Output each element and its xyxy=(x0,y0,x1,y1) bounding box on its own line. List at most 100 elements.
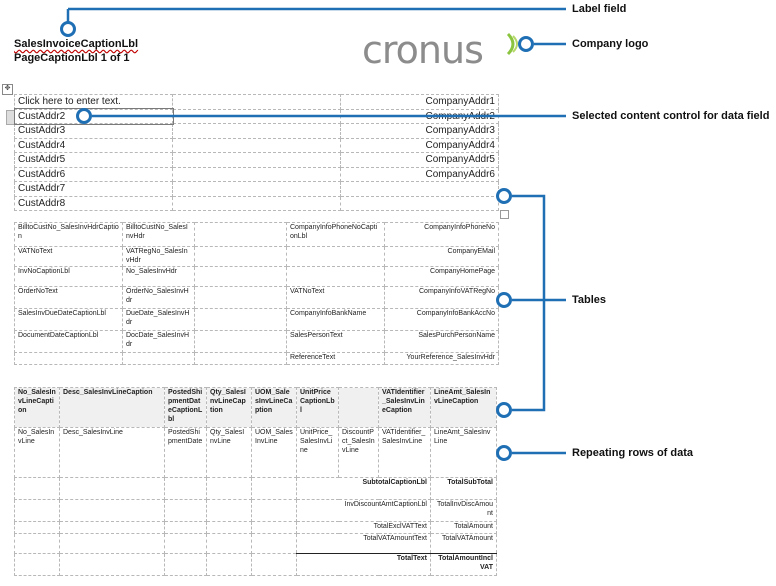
column-header[interactable]: LineAmt_SalesInvLineCaption xyxy=(430,387,497,428)
table-row: InvNoCaptionLbl No_SalesInvHdr CompanyHo… xyxy=(14,266,499,287)
table-cell[interactable]: CompanyInfoBankAccNo xyxy=(384,308,499,331)
table-cell[interactable]: BilltoCustNo_SalesInvHdr xyxy=(122,222,195,247)
line-cell[interactable]: Desc_SalesInvLine xyxy=(59,427,165,478)
tables-callout: Tables xyxy=(572,294,607,306)
table-cell[interactable]: DocumentDateCaptionLbl xyxy=(14,330,123,353)
table-row: CustAddr7 xyxy=(14,181,499,197)
totals-row: SubtotalCaptionLbl TotalSubTotal xyxy=(14,477,497,500)
table-cell[interactable]: CompanyEMail xyxy=(384,246,499,267)
cust-addr-cell[interactable]: CustAddr5 xyxy=(14,152,173,168)
invoice-lines-table: No_SalesInvLineCaption Desc_SalesInvLine… xyxy=(14,387,497,576)
line-cell[interactable]: UOM_SalesInvLine xyxy=(251,427,297,478)
table-cell[interactable]: SalesPurchPersonName xyxy=(384,330,499,353)
tables-callout-marker-icon xyxy=(496,292,512,308)
totals-row: TotalText TotalAmountInclVAT xyxy=(14,553,497,576)
company-logo-callout: Company logo xyxy=(572,38,649,50)
selected-control-callout: Selected content control for data field xyxy=(572,110,770,122)
repeating-rows-callout: Repeating rows of data xyxy=(572,447,694,459)
total-label[interactable]: TotalExclVATText xyxy=(296,521,431,534)
table-row: No_SalesInvLine Desc_SalesInvLine Posted… xyxy=(14,427,497,478)
total-value[interactable]: TotalVATAmount xyxy=(430,533,497,554)
line-cell[interactable]: VATIdentifier_SalesInvLine xyxy=(378,427,431,478)
table-row: OrderNoText OrderNo_SalesInvHdr VATNoTex… xyxy=(14,286,499,309)
table-row: CustAddr8 xyxy=(14,195,499,211)
table-cell[interactable]: CompanyInfoBankName xyxy=(286,308,385,331)
table-row: VATNoText VATRegNo_SalesInvHdr CompanyEM… xyxy=(14,246,499,267)
company-addr-cell[interactable] xyxy=(340,181,499,197)
total-value[interactable]: TotalInvDiscAmount xyxy=(430,499,497,522)
company-addr-cell[interactable]: CompanyAddr6 xyxy=(340,166,499,182)
table-row: CustAddr5 CompanyAddr5 xyxy=(14,152,499,168)
table-header-row: No_SalesInvLineCaption Desc_SalesInvLine… xyxy=(14,387,497,428)
cust-addr-cell[interactable]: CustAddr7 xyxy=(14,181,173,197)
total-label[interactable]: InvDiscountAmtCaptionLbl xyxy=(296,499,431,522)
tables-callout-marker-icon xyxy=(496,402,512,418)
table-row: ReferenceText YourReference_SalesInvHdr xyxy=(14,352,499,365)
total-label[interactable]: TotalVATAmountText xyxy=(296,533,431,554)
column-header[interactable]: Desc_SalesInvLineCaption xyxy=(59,387,165,428)
line-cell[interactable]: DiscountPct_SalesInvLine xyxy=(338,427,379,478)
label-field-callout: Label field xyxy=(572,3,627,15)
table-cell[interactable]: SalesPersonText xyxy=(286,330,385,353)
column-header[interactable]: Qty_SalesInvLineCaption xyxy=(206,387,252,428)
totals-row: TotalVATAmountText TotalVATAmount xyxy=(14,533,497,554)
cust-addr-cell[interactable]: CustAddr4 xyxy=(14,137,173,153)
table-resize-handle[interactable] xyxy=(500,210,509,219)
total-value[interactable]: TotalAmountInclVAT xyxy=(430,553,497,576)
table-cell[interactable]: VATRegNo_SalesInvHdr xyxy=(122,246,195,267)
company-addr-cell[interactable]: CompanyAddr4 xyxy=(340,137,499,153)
table-move-handle-icon[interactable]: ✥ xyxy=(2,84,13,95)
table-cell[interactable]: BilltoCustNo_SalesInvHdrCaption xyxy=(14,222,123,247)
company-addr-cell[interactable]: CompanyAddr2 xyxy=(340,108,499,124)
table-cell[interactable]: InvNoCaptionLbl xyxy=(14,266,123,287)
table-row: CustAddr3 CompanyAddr3 xyxy=(14,123,499,139)
invoice-caption-label[interactable]: SalesInvoiceCaptionLbl xyxy=(14,38,139,50)
table-cell[interactable]: DueDate_SalesInvHdr xyxy=(122,308,195,331)
table-cell[interactable]: DocDate_SalesInvHdr xyxy=(122,330,195,353)
company-addr-cell[interactable]: CompanyAddr1 xyxy=(340,94,499,110)
cust-addr-cell[interactable]: CustAddr6 xyxy=(14,166,173,182)
company-addr-cell[interactable]: CompanyAddr5 xyxy=(340,152,499,168)
table-cell[interactable]: ReferenceText xyxy=(286,352,385,365)
cust-addr-cell-selected[interactable]: CustAddr2 xyxy=(13,108,174,125)
table-row: BilltoCustNo_SalesInvHdrCaption BilltoCu… xyxy=(14,222,499,247)
table-cell[interactable]: CompanyHomePage xyxy=(384,266,499,287)
total-label[interactable]: SubtotalCaptionLbl xyxy=(296,477,431,500)
table-cell[interactable]: OrderNo_SalesInvHdr xyxy=(122,286,195,309)
page-caption-label[interactable]: PageCaptionLbl 1 of 1 xyxy=(14,52,130,64)
table-row: CustAddr6 CompanyAddr6 xyxy=(14,166,499,182)
repeating-rows-callout-marker-icon xyxy=(496,445,512,461)
table-row: DocumentDateCaptionLbl DocDate_SalesInvH… xyxy=(14,330,499,353)
line-cell[interactable]: UnitPrice_SalesInvLine xyxy=(296,427,339,478)
line-cell[interactable]: Qty_SalesInvLine xyxy=(206,427,252,478)
table-cell[interactable]: CompanyInfoPhoneNo xyxy=(384,222,499,247)
company-addr-cell[interactable] xyxy=(340,195,499,211)
cust-addr-cell[interactable]: CustAddr8 xyxy=(14,195,173,211)
cust-addr-cell[interactable]: CustAddr3 xyxy=(14,123,173,139)
table-cell[interactable]: CompanyInfoPhoneNoCaptionLbl xyxy=(286,222,385,247)
column-header[interactable]: UnitPriceCaptionLbl xyxy=(296,387,339,428)
column-header[interactable] xyxy=(338,387,379,428)
table-cell[interactable]: YourReference_SalesInvHdr xyxy=(384,352,499,365)
company-addr-cell[interactable]: CompanyAddr3 xyxy=(340,123,499,139)
company-logo-text: cronus xyxy=(362,28,484,72)
column-header[interactable]: UOM_SalesInvLineCaption xyxy=(251,387,297,428)
total-value[interactable]: TotalAmount xyxy=(430,521,497,534)
table-cell[interactable]: OrderNoText xyxy=(14,286,123,309)
table-cell[interactable]: VATNoText xyxy=(286,286,385,309)
column-header[interactable]: VATIdentifier_SalesInvLineCaption xyxy=(378,387,431,428)
totals-row: InvDiscountAmtCaptionLbl TotalInvDiscAmo… xyxy=(14,499,497,522)
company-logo-callout-marker-icon xyxy=(518,36,534,52)
table-cell[interactable]: No_SalesInvHdr xyxy=(122,266,195,287)
total-label[interactable]: TotalText xyxy=(296,553,431,576)
line-cell[interactable]: PostedShipmentDate xyxy=(164,427,207,478)
column-header[interactable]: PostedShipmentDateCaptionLbl xyxy=(164,387,207,428)
table-cell[interactable]: VATNoText xyxy=(14,246,123,267)
total-value[interactable]: TotalSubTotal xyxy=(430,477,497,500)
line-cell[interactable]: No_SalesInvLine xyxy=(14,427,60,478)
table-cell[interactable]: CompanyInfoVATRegNo xyxy=(384,286,499,309)
table-cell[interactable]: SalesInvDueDateCaptionLbl xyxy=(14,308,123,331)
cust-addr-cell[interactable]: Click here to enter text. xyxy=(14,94,173,110)
column-header[interactable]: No_SalesInvLineCaption xyxy=(14,387,60,428)
line-cell[interactable]: LineAmt_SalesInvLine xyxy=(430,427,497,478)
